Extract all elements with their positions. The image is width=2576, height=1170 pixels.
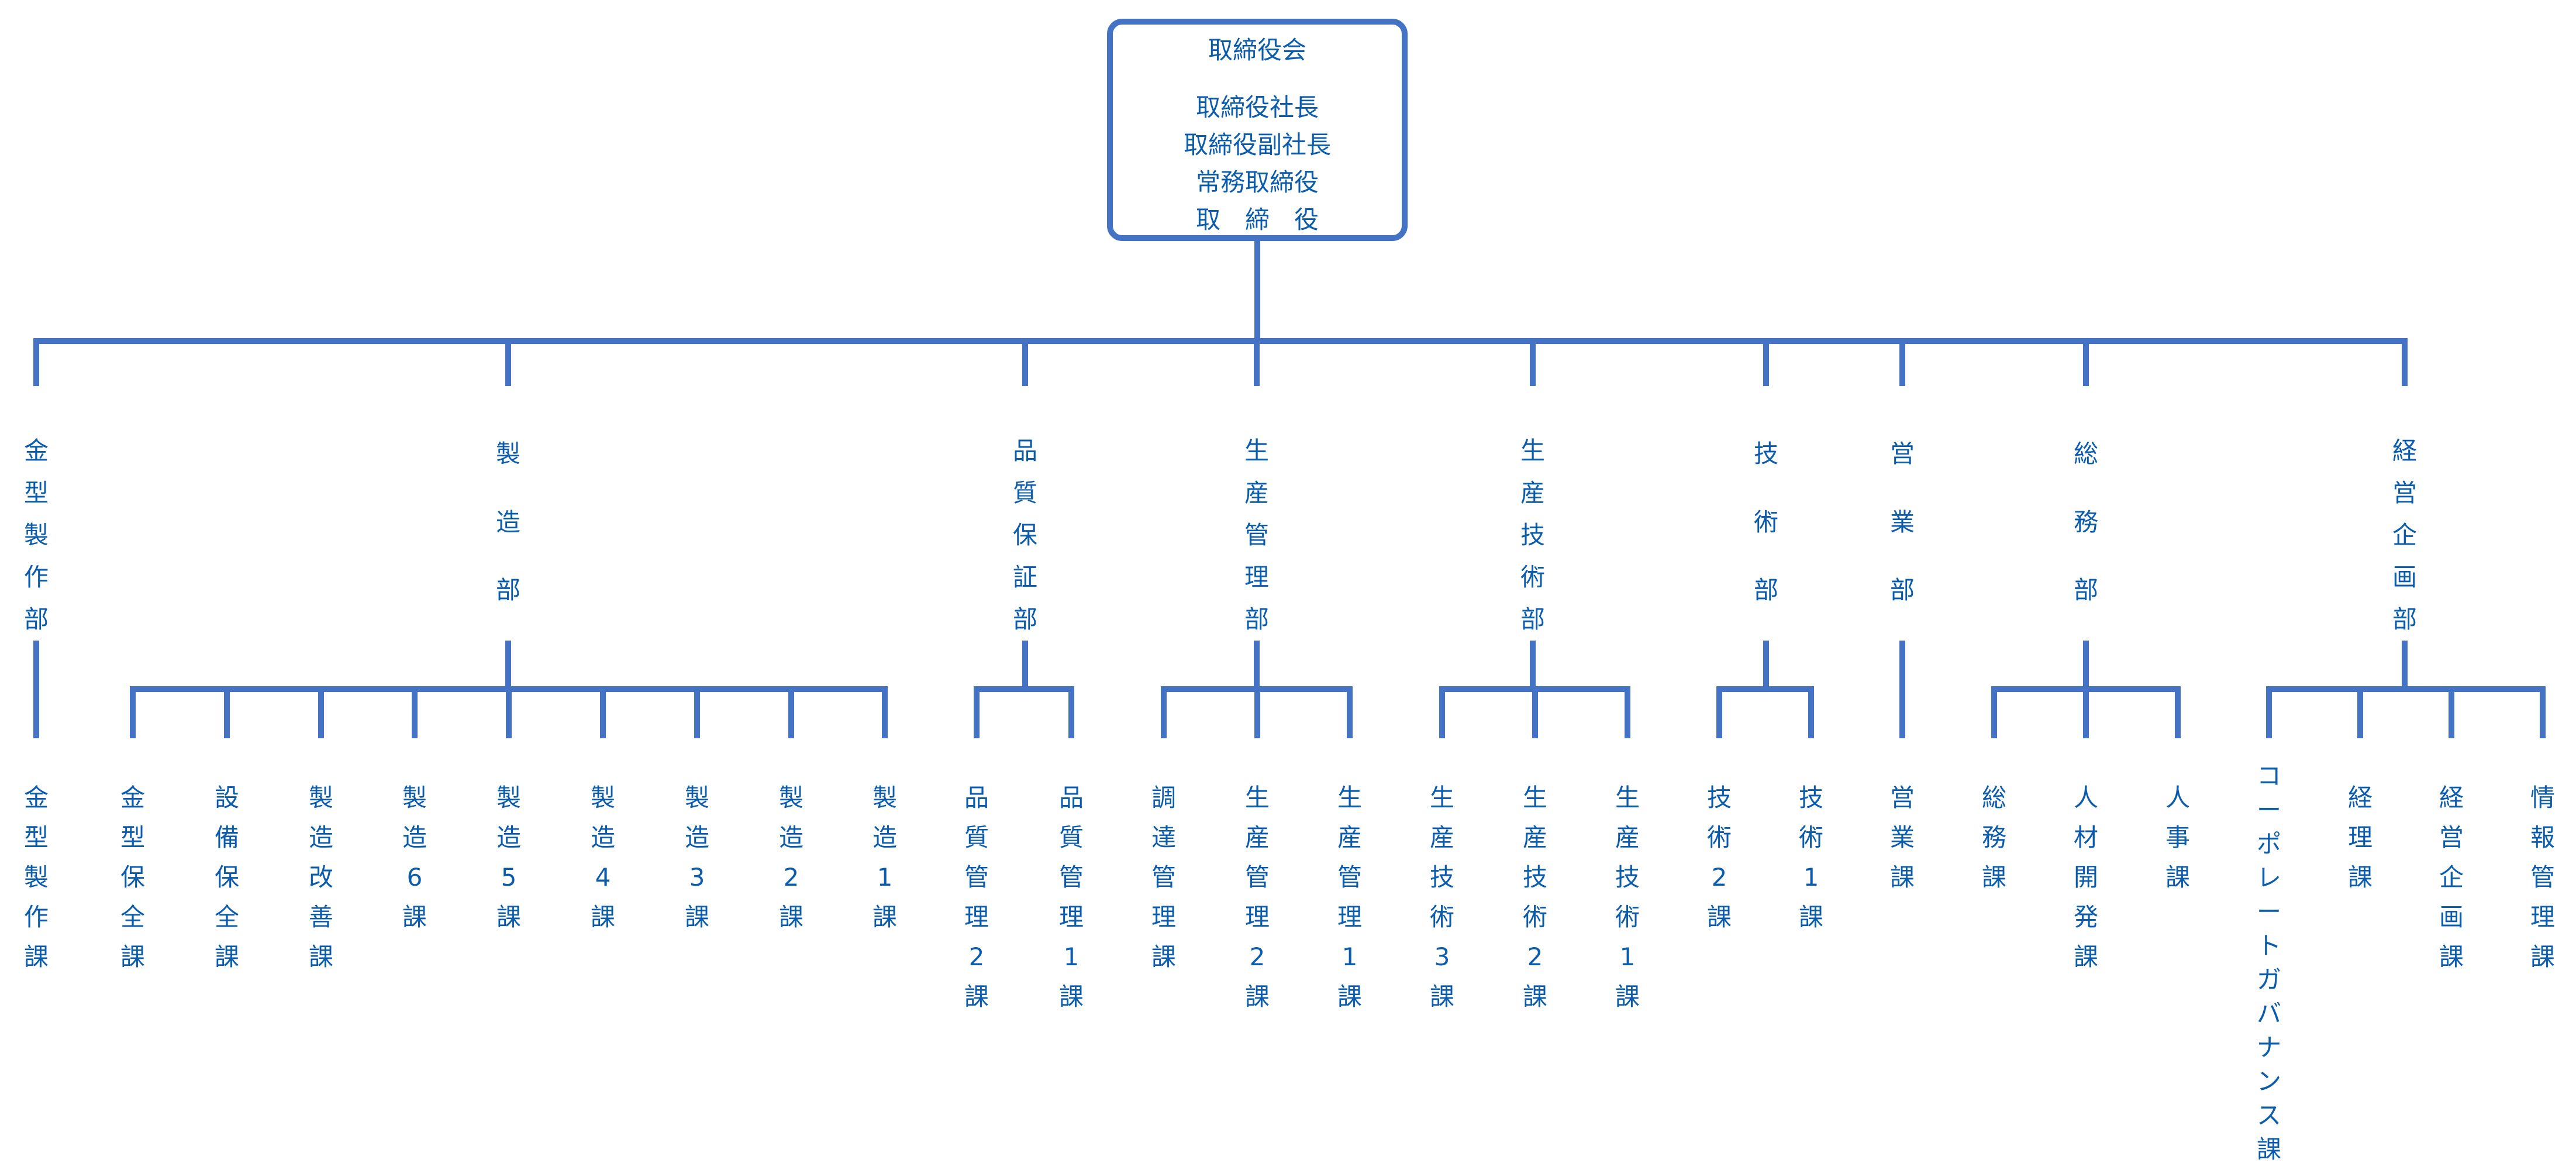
- section-label: 設備保全課: [214, 783, 239, 971]
- department-label: 営業部: [1889, 439, 1915, 605]
- department-label: 生産管理部: [1244, 436, 1269, 634]
- root-line-vice-president: 取締役副社長: [1183, 130, 1331, 159]
- root-line-managing-director: 常務取締役: [1195, 168, 1319, 197]
- section-label: 製造改善課: [308, 783, 333, 971]
- department-label: 生産技術部: [1520, 436, 1545, 634]
- root-line-president: 取締役社長: [1195, 93, 1319, 122]
- section-label: 総務課: [1981, 783, 2006, 892]
- section-label: 人材開発課: [2073, 783, 2098, 971]
- section-label: 調達管理課: [1151, 783, 1176, 971]
- department-label: 製造部: [495, 439, 520, 605]
- section-label: 営業課: [1889, 783, 1915, 892]
- department-label: 金型製作部: [23, 436, 49, 634]
- section-label: 金型製作課: [23, 783, 49, 971]
- department-label: 品質保証部: [1012, 436, 1037, 634]
- section-label: 情報管理課: [2530, 783, 2555, 971]
- department-label: 総務部: [2073, 439, 2098, 605]
- section-label: 経理課: [2347, 783, 2372, 892]
- section-label: 金型保全課: [120, 783, 145, 971]
- section-label: コーポレートガバナンス課: [2256, 762, 2281, 1164]
- board-title: 取締役会: [1208, 36, 1306, 64]
- section-label: 人事課: [2165, 783, 2190, 892]
- root-line-director: 取 締 役: [1195, 205, 1319, 234]
- section-label: 経営企画課: [2439, 783, 2464, 971]
- board-of-directors-box: 取締役会 取締役社長 取締役副社長 常務取締役 取 締 役: [1107, 19, 1408, 241]
- department-label: 経営企画部: [2392, 436, 2417, 634]
- department-label: 技術部: [1753, 439, 1778, 605]
